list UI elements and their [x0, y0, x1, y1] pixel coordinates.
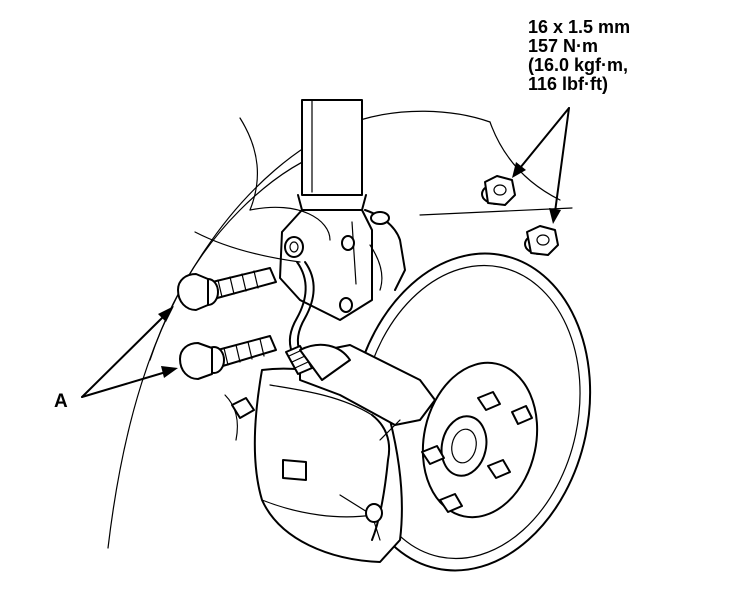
torque-newton-meters: 157 N·m [528, 36, 599, 56]
torque-kgf-meters: (16.0 kgf·m, [528, 55, 629, 75]
strut-bolt-holes [284, 211, 390, 313]
brake-hose [288, 261, 315, 353]
spec-arrows [512, 107, 570, 224]
flange-nut-lower [524, 225, 559, 256]
upper-bolt-a [177, 267, 277, 311]
hose-fitting [285, 343, 351, 381]
callout-a-arrows [81, 306, 178, 398]
lower-bolt-a [179, 335, 277, 380]
torque-lbf-feet: 116 lbf·ft) [528, 74, 609, 94]
thread-size: 16 x 1.5 mm [528, 17, 631, 37]
flange-nut-upper [481, 175, 516, 206]
brake-disc [348, 252, 592, 572]
callout-a-label: A [54, 391, 68, 412]
torque-spec: 16 x 1.5 mm 157 N·m (16.0 kgf·m, 116 lbf… [528, 18, 630, 94]
strut-assembly [279, 99, 406, 321]
wheel-studs [421, 391, 533, 513]
